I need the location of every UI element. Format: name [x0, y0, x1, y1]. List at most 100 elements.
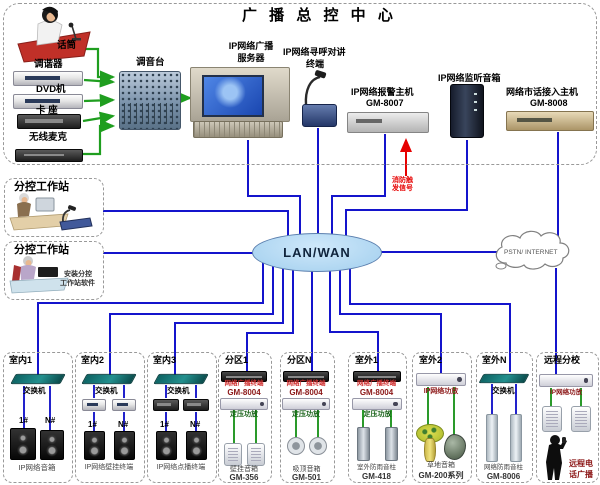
fire-signal-label-1: 消防触	[392, 177, 413, 184]
mixer-console	[119, 71, 181, 130]
workstation-1-title: 分控工作站	[14, 181, 69, 193]
lan-wan-ellipse: LAN/WAN	[252, 233, 382, 272]
mixer-label: 调音台	[136, 57, 165, 68]
tuner-label: 调谐器	[34, 59, 63, 70]
zone-box-partition-1	[218, 352, 272, 483]
zone-box-indoor-2	[75, 352, 145, 483]
zone-out1-terminal-label: 网络广播终端	[357, 380, 396, 387]
zone-out2-title: 室外2	[419, 355, 443, 365]
zone-box-indoor-1	[3, 352, 73, 483]
zone-box-remote-campus	[536, 352, 599, 483]
zone-remote-speaker-2	[571, 406, 591, 432]
zone-part1-caption-2: GM-356	[229, 473, 259, 482]
zone-box-outdoor-n	[476, 352, 533, 483]
paging-label-1: IP网络寻呼对讲	[283, 47, 346, 57]
zone-outN-caption-2: GM-8006	[486, 472, 521, 481]
zone-indoor1-switch-label: 交换机	[23, 386, 46, 395]
zone-out1-caption-1: 室外防雨音柱	[357, 464, 396, 471]
zone-indoor2-speaker-1	[84, 431, 105, 460]
zone-partN-terminal-label: 网络广播终端	[286, 380, 326, 387]
zone-out1-title: 室外1	[355, 355, 379, 365]
monitor-speaker-label: IP网络监听音箱	[438, 73, 501, 83]
zone-part1-speaker-1	[224, 443, 242, 466]
paging-label-2: 终端	[306, 59, 325, 69]
zone-outN-column-speaker-1	[486, 414, 498, 462]
zone-out2-rock-speaker	[444, 434, 466, 460]
zone-indoor2-tag1: 1#	[88, 420, 97, 429]
zone-indoor3-title: 室内3	[153, 355, 177, 365]
master-control-frame	[3, 3, 597, 165]
diagram-title: 广 播 总 控 中 心	[242, 7, 397, 24]
zone-part1-title: 分区1	[225, 355, 249, 365]
zone-indoor1-tag2: N#	[45, 416, 56, 425]
zone-outN-switch	[478, 373, 530, 384]
zone-indoor3-switch-label: 交换机	[167, 386, 190, 395]
alarm-label-1: IP网络报警主机	[351, 87, 414, 97]
zone-remote-speaker-1	[542, 406, 562, 432]
zone-indoor1-speaker-1	[10, 428, 36, 460]
zone-remote-caption-2: 话广播	[569, 470, 593, 479]
zone-out1-amplifier	[352, 398, 402, 410]
zone-part1-terminal	[221, 371, 267, 382]
zone-part1-amp-label: 定压功放	[230, 411, 258, 418]
cassette-label: 卡 座	[36, 105, 58, 116]
workstation-2-note-1: 安装分控	[64, 271, 92, 278]
workstation-2-title: 分控工作站	[14, 244, 69, 256]
zone-out2-caption-1: 草地音箱	[427, 462, 455, 469]
zone-part1-caption-1: 壁挂音箱	[230, 466, 258, 473]
zone-out1-column-speaker-1	[357, 427, 370, 461]
zone-indoor2-switch	[81, 373, 137, 385]
workstation-2-box	[4, 241, 104, 300]
alarm-host-device	[347, 112, 429, 133]
zone-outN-switch-label: 交换机	[492, 386, 515, 395]
zone-partN-ceiling-speaker-1	[287, 437, 305, 455]
zone-out1-caption-2: GM-418	[362, 472, 391, 481]
dvd-player-device	[13, 94, 83, 109]
zone-blue-wires	[23, 384, 517, 431]
lan-trunk-lines	[37, 128, 559, 378]
zone-green-wires	[233, 387, 582, 444]
zone-partN-terminal	[283, 371, 329, 382]
zone-partN-terminal-model: GM-8004	[289, 388, 323, 397]
zone-indoor1-speaker-2	[40, 430, 64, 460]
workstation-1-illustration	[9, 193, 93, 231]
workstation-1-box	[4, 178, 104, 237]
zone-indoor3-caption: IP网络点播终端	[156, 464, 206, 471]
zone-out2-amplifier	[416, 373, 466, 386]
zone-partN-ceiling-speaker-2	[309, 437, 327, 455]
mic-label: 话筒	[57, 40, 77, 51]
zone-remote-amp-label: IP网络功放	[549, 389, 583, 396]
alarm-label-2: GM-8007	[366, 98, 404, 108]
workstation-2-illustration	[9, 256, 69, 294]
dvd-label: DVD机	[36, 84, 66, 95]
zone-part1-amplifier	[220, 398, 268, 410]
zone-indoor3-terminal-2	[183, 399, 209, 411]
phone-host-label-1: 网络市话接入主机	[506, 87, 579, 97]
server-keyboard	[193, 121, 283, 138]
server-label-1: IP网络广播	[228, 41, 274, 51]
zone-indoor2-terminal-2	[112, 399, 136, 411]
wireless-mic-label: 无线麦克	[29, 132, 68, 143]
zone-out1-terminal-model: GM-8004	[359, 388, 394, 397]
server-screen	[202, 75, 264, 117]
zone-box-outdoor-1	[348, 352, 407, 483]
zone-indoor1-tag1: 1#	[19, 416, 28, 425]
zone-indoor3-tag2: N#	[190, 420, 201, 429]
zone-partN-amp-label: 定压功放	[292, 411, 320, 418]
zone-remote-amplifier	[539, 374, 593, 387]
paging-terminal-base	[302, 104, 337, 127]
zone-remote-title: 远程分校	[544, 355, 581, 365]
zone-remote-person-phone	[546, 435, 567, 480]
workstation-2-note-2: 工作站软件	[60, 280, 95, 287]
zone-indoor2-terminal-1	[82, 399, 106, 411]
zone-indoor3-speaker-1	[156, 431, 177, 460]
zone-partN-amplifier	[282, 398, 330, 410]
cassette-deck-device	[17, 114, 81, 129]
zone-indoor2-tag2: N#	[118, 420, 129, 429]
zone-out2-mushroom-speaker	[416, 424, 444, 462]
zone-out2-amp-label: IP网络功放	[423, 388, 459, 395]
zone-partN-caption-2: GM-501	[292, 473, 321, 482]
zone-outN-column-speaker-2	[510, 414, 522, 462]
